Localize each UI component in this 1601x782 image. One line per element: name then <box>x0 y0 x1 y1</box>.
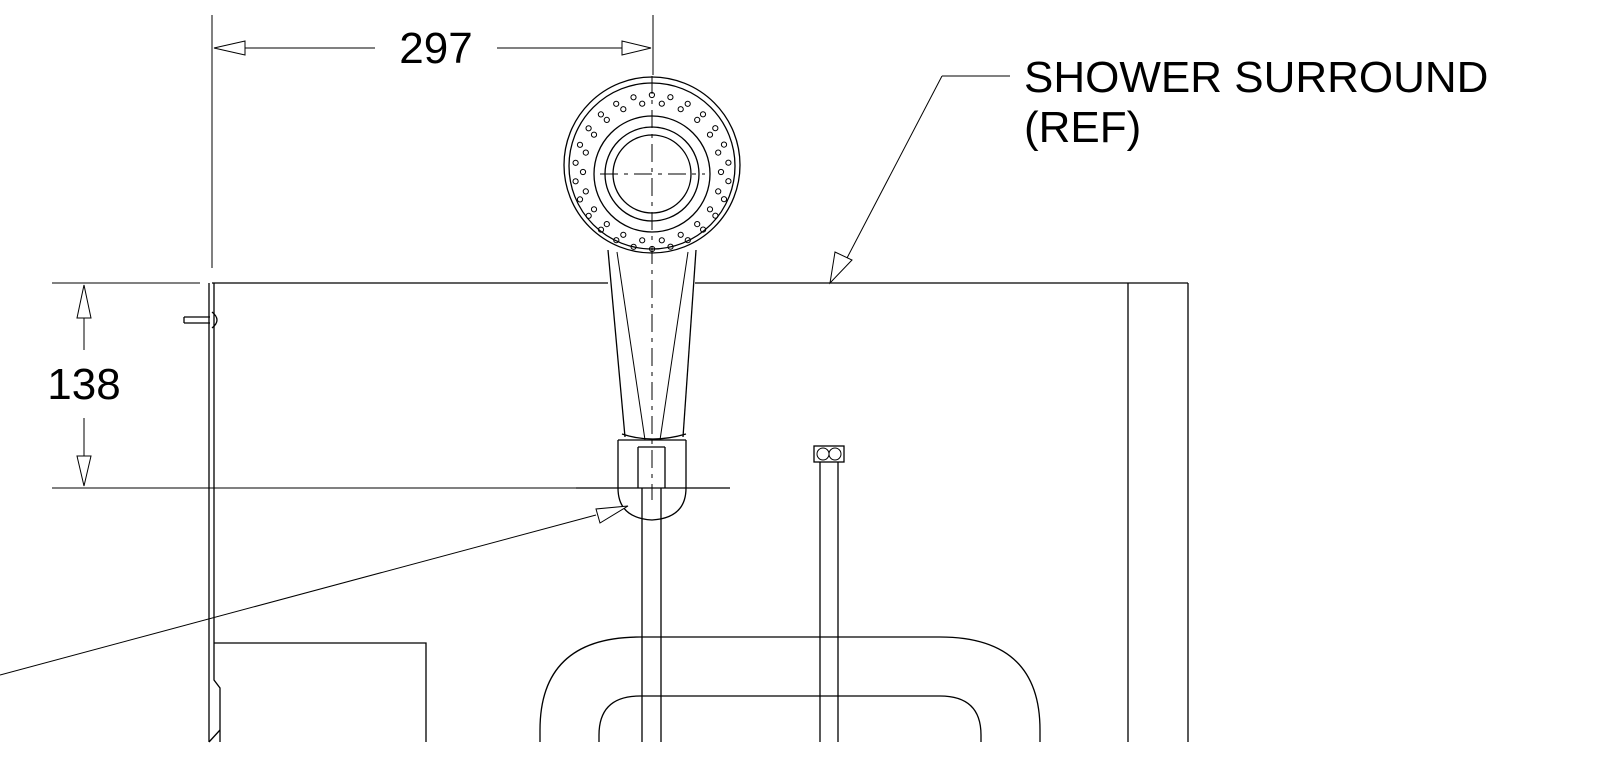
spray-nozzle <box>613 237 620 244</box>
handle-collar <box>621 433 687 440</box>
width-dimension-value: 297 <box>399 24 472 73</box>
surround-leader-arrowhead <box>829 251 853 285</box>
holder-body <box>617 440 687 521</box>
spray-nozzle <box>667 243 674 250</box>
spray-nozzle <box>585 125 592 132</box>
spray-nozzle <box>630 243 637 250</box>
spray-nozzle <box>597 226 605 233</box>
wall-clip-hook <box>211 311 218 329</box>
handle-right-facet <box>659 251 689 441</box>
spray-nozzle <box>700 226 707 233</box>
arrowhead-down <box>76 455 92 487</box>
height-dimension: 138 <box>47 282 730 489</box>
spray-nozzle <box>684 100 691 107</box>
holder-leader-line <box>0 514 597 676</box>
surround-label-line1: SHOWER SURROUND <box>1024 53 1488 102</box>
spray-nozzle <box>706 131 714 138</box>
spray-nozzle <box>694 116 701 124</box>
spray-nozzle <box>712 125 719 132</box>
spray-nozzle <box>720 196 728 203</box>
holder-slot <box>637 446 666 488</box>
spray-nozzle <box>620 106 627 113</box>
surround-callout: SHOWER SURROUND (REF) <box>829 53 1488 285</box>
width-dimension: 297 <box>211 15 654 268</box>
handle-left-facet <box>616 251 646 441</box>
spray-nozzle <box>715 188 722 195</box>
holder-leader-arrowhead <box>595 505 629 524</box>
spray-nozzle <box>613 100 620 107</box>
spray-nozzle <box>603 116 610 124</box>
spray-nozzle <box>597 111 605 118</box>
spray-nozzle <box>694 221 701 228</box>
riser-pipe <box>813 445 845 742</box>
arrowhead-left <box>213 40 246 56</box>
spray-nozzle <box>603 221 610 228</box>
left-wall-inner <box>213 283 221 742</box>
spray-nozzle <box>658 100 665 107</box>
spray-nozzle <box>582 188 589 195</box>
spray-nozzle <box>667 94 674 101</box>
spray-nozzle <box>725 178 732 185</box>
lower-panel-outline <box>214 642 427 742</box>
spray-nozzle <box>620 231 627 238</box>
spray-nozzle <box>576 196 584 203</box>
grab-bar-inner <box>598 695 982 742</box>
pipe-nut-right <box>828 447 842 461</box>
spray-nozzles <box>572 91 732 253</box>
spray-nozzle <box>639 237 646 244</box>
grab-bar <box>539 636 1041 742</box>
spray-nozzle <box>677 231 684 238</box>
spray-nozzle <box>639 100 646 107</box>
spray-nozzle <box>725 159 732 166</box>
spray-nozzle <box>585 212 592 219</box>
spray-nozzle <box>712 212 719 219</box>
spray-nozzle <box>590 131 598 138</box>
surround-leader-line <box>846 75 943 259</box>
height-dimension-value: 138 <box>47 360 120 409</box>
grab-bar-outer <box>539 636 1041 742</box>
arrowhead-right <box>621 40 652 56</box>
spray-nozzle <box>572 159 579 166</box>
spray-nozzle <box>684 237 691 244</box>
spray-nozzle <box>715 149 722 156</box>
spray-nozzle <box>590 206 598 213</box>
spray-nozzle <box>572 178 579 185</box>
handle-left-edge <box>607 249 626 438</box>
shower-holder-bracket <box>576 439 730 521</box>
spray-nozzle <box>706 206 714 213</box>
spray-nozzle <box>579 168 587 176</box>
shower-surround <box>183 282 1189 743</box>
left-wall-corner <box>208 729 221 743</box>
spray-nozzle <box>658 237 665 244</box>
shower-hose <box>641 488 662 742</box>
wall-clip <box>183 316 210 324</box>
spray-nozzle <box>630 94 637 101</box>
spray-nozzle <box>677 106 684 113</box>
arrowhead-up <box>76 284 92 319</box>
pipe-nut-left <box>816 447 830 461</box>
handle-right-edge <box>682 249 697 438</box>
spray-nozzle <box>582 149 589 156</box>
spray-nozzle <box>576 141 584 148</box>
spray-nozzle <box>720 141 728 148</box>
spray-nozzle <box>699 111 707 118</box>
spray-nozzle <box>717 168 725 176</box>
shower-head <box>563 76 741 500</box>
pipe-nut <box>813 445 845 463</box>
holder-leader <box>0 505 629 676</box>
surround-label-line2: (REF) <box>1024 103 1141 152</box>
